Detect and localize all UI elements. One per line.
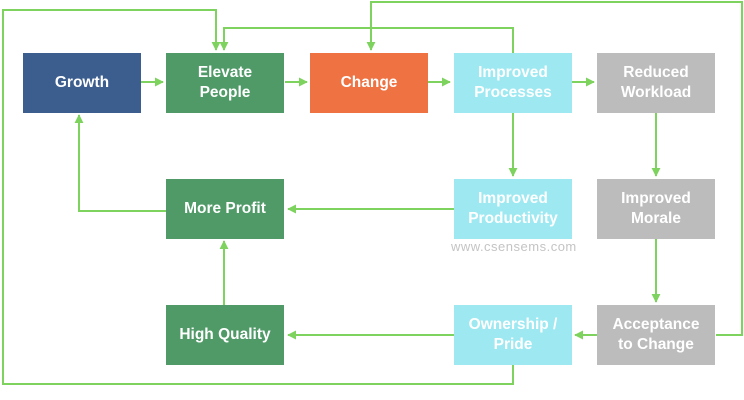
node-high-quality: High Quality	[166, 305, 284, 365]
node-growth: Growth	[23, 53, 141, 113]
arrow-acceptance-to-change	[366, 1, 743, 336]
node-acceptance-to-change: Acceptance to Change	[597, 305, 715, 365]
node-improved-productivity: Improved Productivity	[454, 179, 572, 239]
node-reduced-workload: Reduced Workload	[597, 53, 715, 113]
node-elevate-people: Elevate People	[166, 53, 284, 113]
arrow-profit-to-growth	[74, 114, 166, 212]
node-ownership-pride: Ownership / Pride	[454, 305, 572, 365]
node-more-profit: More Profit	[166, 179, 284, 239]
node-improved-processes: Improved Processes	[454, 53, 572, 113]
node-change: Change	[310, 53, 428, 113]
node-improved-morale: Improved Morale	[597, 179, 715, 239]
arrow-ownership-to-elevate	[2, 9, 514, 385]
watermark: www.csensems.com	[451, 239, 577, 254]
arrow-processes-to-elevate	[219, 27, 514, 53]
